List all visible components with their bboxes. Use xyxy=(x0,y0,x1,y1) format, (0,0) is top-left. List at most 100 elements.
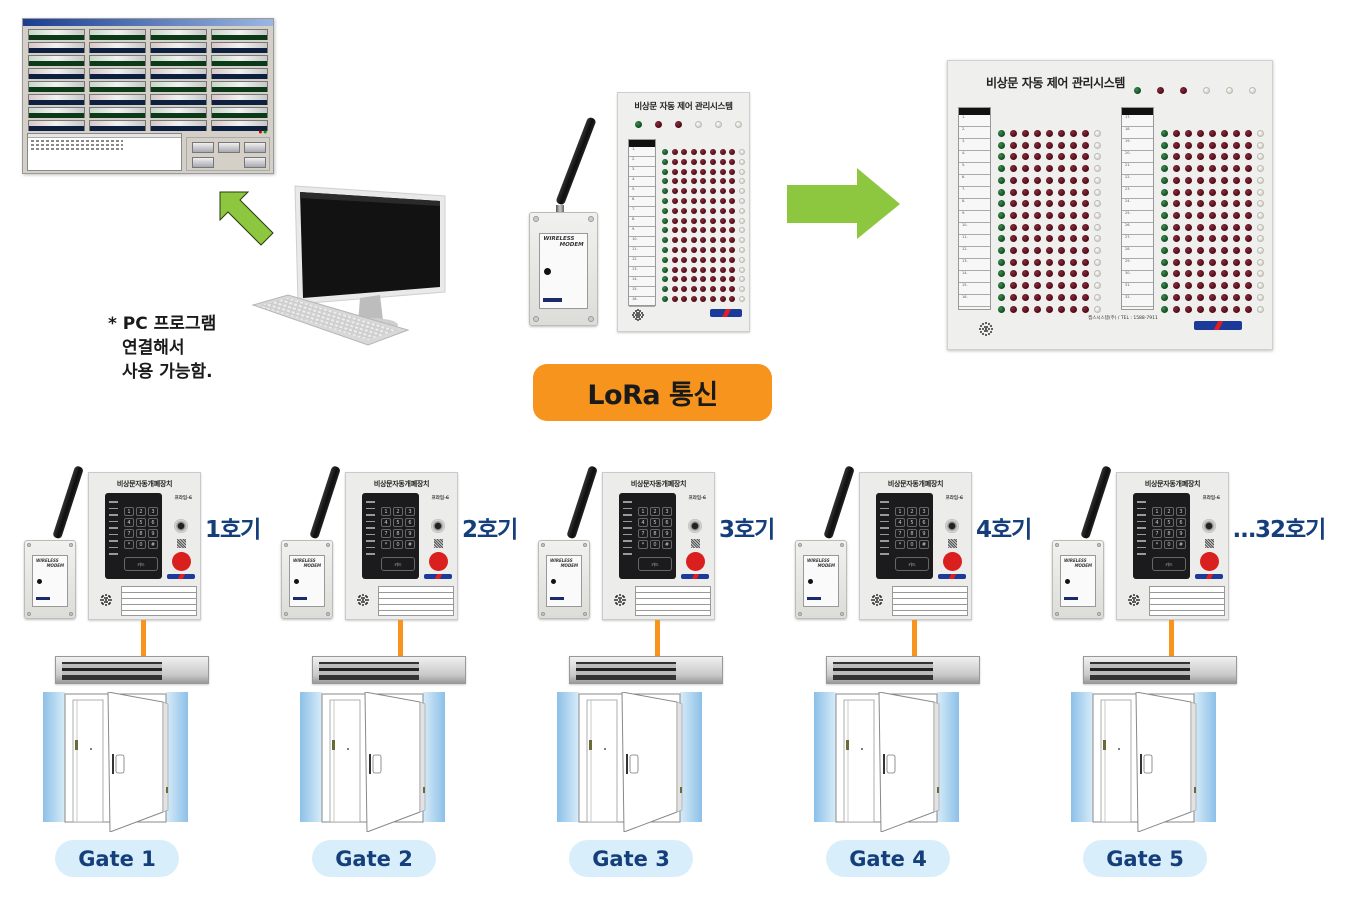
reset-button[interactable] xyxy=(1257,130,1264,137)
reset-button[interactable] xyxy=(1257,200,1264,208)
reset-button[interactable] xyxy=(738,266,745,273)
gate-status-tile[interactable] xyxy=(28,107,85,118)
card-reader[interactable]: 카드 xyxy=(381,557,415,571)
keypad-key[interactable]: 8 xyxy=(650,529,660,538)
gate-status-tile[interactable] xyxy=(89,120,146,131)
reset-button[interactable] xyxy=(1257,153,1264,161)
key-switch-icon[interactable] xyxy=(431,519,445,533)
reset-button[interactable] xyxy=(738,158,745,165)
keypad-key[interactable]: 7 xyxy=(1152,529,1162,538)
reset-button[interactable] xyxy=(1257,258,1264,266)
gate-status-tile[interactable] xyxy=(211,68,268,79)
card-reader[interactable]: 카드 xyxy=(124,557,158,571)
reset-button[interactable] xyxy=(1094,153,1101,161)
reset-button[interactable] xyxy=(738,247,745,253)
reset-button[interactable] xyxy=(738,188,745,195)
emergency-button[interactable] xyxy=(686,552,705,571)
keypad-key[interactable]: * xyxy=(124,540,134,549)
gate-status-tile[interactable] xyxy=(89,107,146,118)
gate-status-tile[interactable] xyxy=(150,55,207,66)
reset-button[interactable] xyxy=(1094,176,1101,184)
reset-button[interactable] xyxy=(1257,176,1264,184)
key-switch-icon[interactable] xyxy=(688,519,702,533)
reset-button[interactable] xyxy=(1257,235,1264,243)
gate-status-tile[interactable] xyxy=(89,94,146,105)
reset-button[interactable] xyxy=(1257,223,1264,231)
reset-button[interactable] xyxy=(1257,247,1264,254)
keypad-key[interactable]: # xyxy=(919,540,929,549)
keypad-key[interactable]: 2 xyxy=(393,507,403,516)
reset-button[interactable] xyxy=(1094,141,1101,149)
keypad-key[interactable]: 1 xyxy=(124,507,134,516)
keypad-key[interactable]: 4 xyxy=(638,518,648,527)
reset-button[interactable] xyxy=(1094,282,1101,290)
keypad-key[interactable]: 9 xyxy=(1176,529,1186,538)
keypad-key[interactable]: 6 xyxy=(1176,518,1186,527)
keypad-key[interactable]: 6 xyxy=(148,518,158,527)
gate-status-tile[interactable] xyxy=(150,42,207,53)
reset-button[interactable] xyxy=(735,121,742,128)
reset-button[interactable] xyxy=(1257,165,1264,173)
keypad-key[interactable]: 9 xyxy=(148,529,158,538)
gate-status-tile[interactable] xyxy=(150,29,207,40)
keypad-key[interactable]: 3 xyxy=(662,507,672,516)
keypad-key[interactable]: 5 xyxy=(393,518,403,527)
emergency-button[interactable] xyxy=(1200,552,1219,571)
reset-button[interactable] xyxy=(1094,211,1101,219)
reset-button[interactable] xyxy=(1094,247,1101,254)
reset-button[interactable] xyxy=(738,178,745,185)
reset-button[interactable] xyxy=(738,237,745,244)
reset-button[interactable] xyxy=(738,149,745,155)
key-switch-icon[interactable] xyxy=(174,519,188,533)
reset-button[interactable] xyxy=(1094,293,1101,301)
key-switch-icon[interactable] xyxy=(945,519,959,533)
keypad-key[interactable]: 6 xyxy=(919,518,929,527)
keypad-key[interactable]: # xyxy=(148,540,158,549)
keypad-key[interactable]: 0 xyxy=(1164,540,1174,549)
gate-status-tile[interactable] xyxy=(211,55,268,66)
gate-status-tile[interactable] xyxy=(211,29,268,40)
gate-status-tile[interactable] xyxy=(28,120,85,131)
keypad-key[interactable]: 4 xyxy=(895,518,905,527)
reset-button[interactable] xyxy=(1094,165,1101,173)
restore-all-button[interactable] xyxy=(244,142,266,153)
keypad-key[interactable]: 1 xyxy=(1152,507,1162,516)
reset-button[interactable] xyxy=(1094,305,1101,313)
keypad-key[interactable]: 2 xyxy=(136,507,146,516)
reset-button[interactable] xyxy=(1094,235,1101,243)
gate-status-tile[interactable] xyxy=(28,42,85,53)
reset-button[interactable] xyxy=(738,207,745,214)
keypad-key[interactable]: 4 xyxy=(381,518,391,527)
reset-button[interactable] xyxy=(715,121,722,128)
keypad-key[interactable]: * xyxy=(1152,540,1162,549)
keypad-key[interactable]: 5 xyxy=(136,518,146,527)
keypad-key[interactable]: 8 xyxy=(393,529,403,538)
keypad-key[interactable]: 2 xyxy=(1164,507,1174,516)
gate-status-tile[interactable] xyxy=(211,81,268,92)
close-all-button[interactable] xyxy=(218,142,240,153)
keypad-key[interactable]: 4 xyxy=(1152,518,1162,527)
keypad-key[interactable]: # xyxy=(662,540,672,549)
settings-button[interactable] xyxy=(192,157,214,168)
keypad-key[interactable]: # xyxy=(1176,540,1186,549)
gate-status-tile[interactable] xyxy=(28,55,85,66)
gate-status-tile[interactable] xyxy=(150,81,207,92)
keypad-key[interactable]: 2 xyxy=(907,507,917,516)
card-reader[interactable]: 카드 xyxy=(638,557,672,571)
keypad-key[interactable]: 7 xyxy=(381,529,391,538)
keypad-key[interactable]: 3 xyxy=(148,507,158,516)
keypad-key[interactable]: 8 xyxy=(907,529,917,538)
keypad-key[interactable]: 0 xyxy=(393,540,403,549)
gate-status-tile[interactable] xyxy=(28,29,85,40)
reset-button[interactable] xyxy=(738,227,745,234)
exit-button[interactable] xyxy=(244,157,266,168)
keypad-key[interactable]: 5 xyxy=(907,518,917,527)
reset-button[interactable] xyxy=(738,198,745,204)
keypad-key[interactable]: 1 xyxy=(381,507,391,516)
keypad-key[interactable]: * xyxy=(638,540,648,549)
keypad-key[interactable]: 8 xyxy=(1164,529,1174,538)
reset-button[interactable] xyxy=(1257,270,1264,278)
reset-button[interactable] xyxy=(738,296,745,302)
reset-button[interactable] xyxy=(738,168,745,175)
keypad-key[interactable]: * xyxy=(381,540,391,549)
